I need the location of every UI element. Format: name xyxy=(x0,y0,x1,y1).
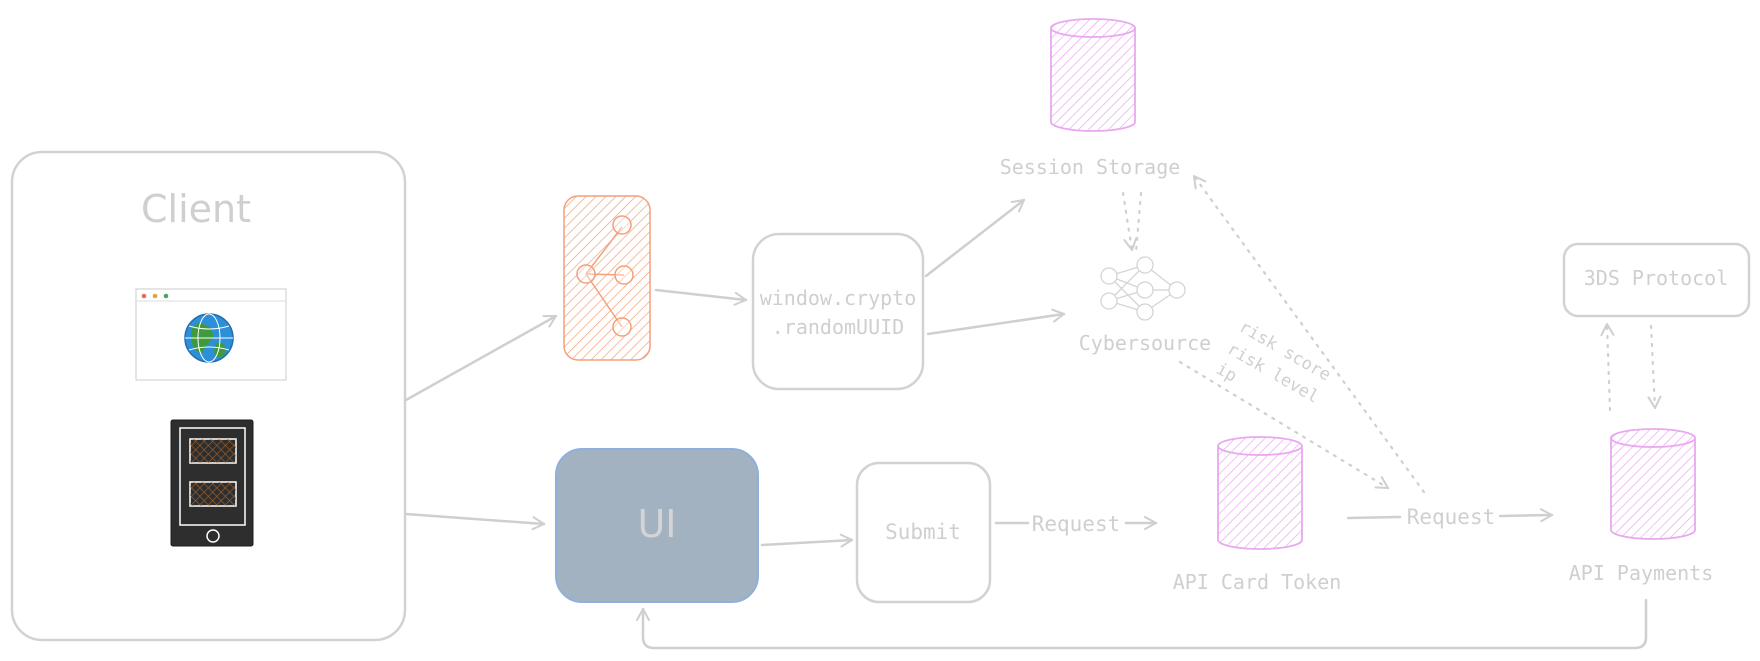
arrow-request-to-payments xyxy=(1498,508,1554,523)
browser-icon xyxy=(135,288,287,381)
request-label-1: Request xyxy=(1032,512,1121,536)
api-payments-label: API Payments xyxy=(1569,561,1714,585)
api-card-token-label: API Card Token xyxy=(1173,570,1342,594)
arrow-client-to-fingerprint xyxy=(404,314,558,402)
fingerprint-graph-node xyxy=(563,195,651,361)
client-box: Client xyxy=(10,150,407,642)
session-storage-label: Session Storage xyxy=(1000,155,1181,179)
arrow-client-to-ui xyxy=(404,512,546,531)
globe-icon xyxy=(184,313,234,363)
mobile-phone-icon xyxy=(170,419,254,547)
submit-label: Submit xyxy=(885,520,961,544)
dotted-payments-to-3ds xyxy=(1600,322,1615,412)
dotted-request-to-session xyxy=(1192,174,1426,494)
session-storage-db xyxy=(1050,18,1136,132)
arrow-card-token-to-request xyxy=(1346,515,1402,520)
ui-box: UI xyxy=(555,448,759,603)
api-payments-db xyxy=(1610,428,1696,540)
arrow-ui-to-submit xyxy=(760,533,854,548)
arrow-payments-back-to-ui xyxy=(636,598,1648,650)
cybersource-label: Cybersource xyxy=(1079,331,1211,355)
three-ds-protocol-label: 3DS Protocol xyxy=(1584,266,1729,290)
api-card-token-db xyxy=(1217,436,1303,550)
three-ds-protocol-box: 3DS Protocol xyxy=(1562,242,1751,318)
random-uuid-line2: .randomUUID xyxy=(772,315,904,339)
dotted-session-to-cybersource-2 xyxy=(1134,191,1143,254)
client-title: Client xyxy=(141,187,251,231)
neural-network-icon xyxy=(1100,256,1186,321)
ui-label: UI xyxy=(637,502,676,546)
request-label-2: Request xyxy=(1407,505,1496,529)
arrow-uuid-to-session-storage xyxy=(924,198,1026,278)
graph-network-icon xyxy=(576,215,634,337)
random-uuid-box: window.crypto .randomUUID xyxy=(751,232,925,391)
dotted-3ds-to-payments xyxy=(1647,324,1662,410)
arrow-uuid-to-cybersource xyxy=(926,308,1066,336)
random-uuid-line1: window.crypto xyxy=(760,286,917,310)
dotted-session-to-cybersource xyxy=(1121,191,1138,252)
submit-box: Submit xyxy=(855,461,992,604)
arrow-fingerprint-to-uuid xyxy=(654,288,748,306)
